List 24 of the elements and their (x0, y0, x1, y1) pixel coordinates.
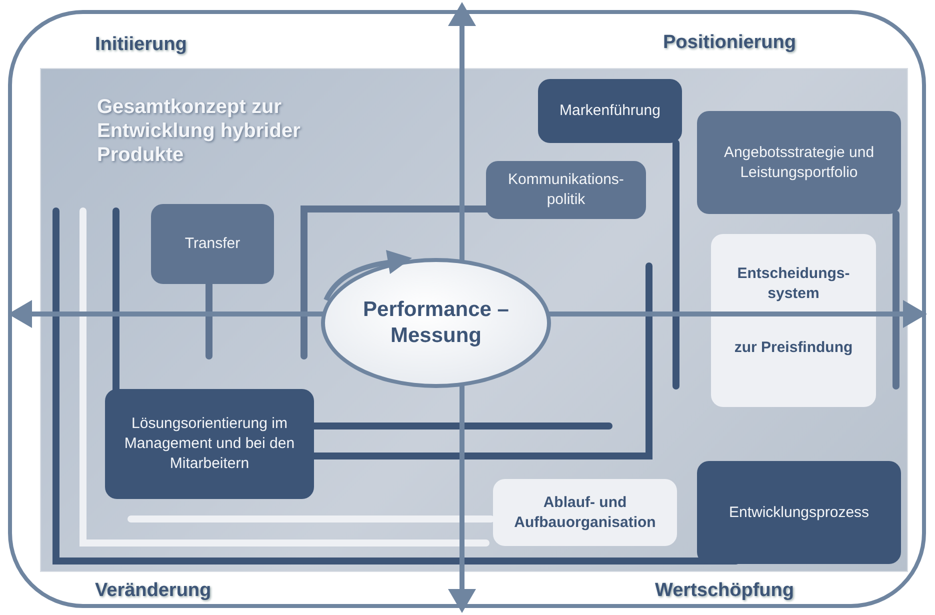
quadrant-label: Initiierung (95, 34, 187, 56)
process-box (697, 461, 901, 564)
process-box (538, 79, 682, 143)
node-text: Transfer (184, 234, 240, 254)
process-box (697, 111, 901, 214)
node-text: Entwicklungsprozess (728, 502, 870, 522)
quadrant-label: Wertschöpfung (655, 580, 794, 602)
process-box (151, 204, 274, 284)
concept-panel (40, 68, 908, 572)
node-text: Performance – Messung (362, 297, 510, 349)
process-box (493, 479, 677, 546)
process-box (486, 161, 646, 219)
node-text: zur Preisfindung (734, 338, 853, 358)
node-text: Ablauf- und Aufbauorganisation (513, 492, 657, 532)
node-text: Angebotsstrategie und Leistungsportfolio (722, 142, 876, 182)
node-text: Markenführung (560, 101, 660, 121)
quadrant-label: Veränderung (95, 580, 212, 602)
node-text: Entscheidungs- system (736, 264, 851, 304)
process-box (711, 234, 876, 407)
node-text: Kommunikations- politik (507, 170, 625, 210)
quadrant-label: Positionierung (663, 32, 796, 54)
panel-title: Gesamtkonzept zur Entwicklung hybrider Produkte (97, 95, 302, 167)
process-box (105, 389, 314, 499)
node-text: Lösungsorientierung im Management und bei den Mitarbeitern (123, 414, 296, 474)
